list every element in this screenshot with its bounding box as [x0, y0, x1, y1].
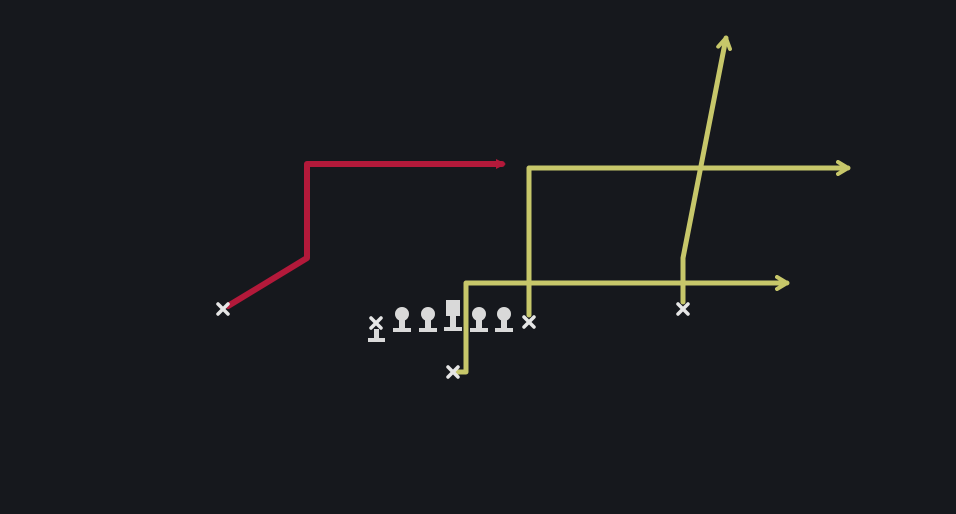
lineman-right-tackle [495, 307, 513, 332]
lineman-left-tackle [393, 307, 411, 332]
left-receiver-route [225, 159, 506, 309]
offensive-line [393, 300, 513, 332]
left-receiver-x [216, 302, 230, 316]
slot-receiver-x [522, 315, 536, 329]
quarterback-base [368, 329, 385, 342]
quarterback-x [369, 316, 383, 330]
lineman-center [444, 300, 462, 331]
routes [225, 35, 851, 375]
lineman-left-guard [419, 307, 437, 332]
lineman-right-guard [470, 307, 488, 332]
slot-receiver-route [526, 160, 851, 318]
right-receiver-x [676, 302, 690, 316]
right-receiver-route [680, 35, 732, 305]
player-markers [216, 302, 690, 379]
backfield-route [452, 275, 790, 375]
running-back-x [446, 365, 460, 379]
